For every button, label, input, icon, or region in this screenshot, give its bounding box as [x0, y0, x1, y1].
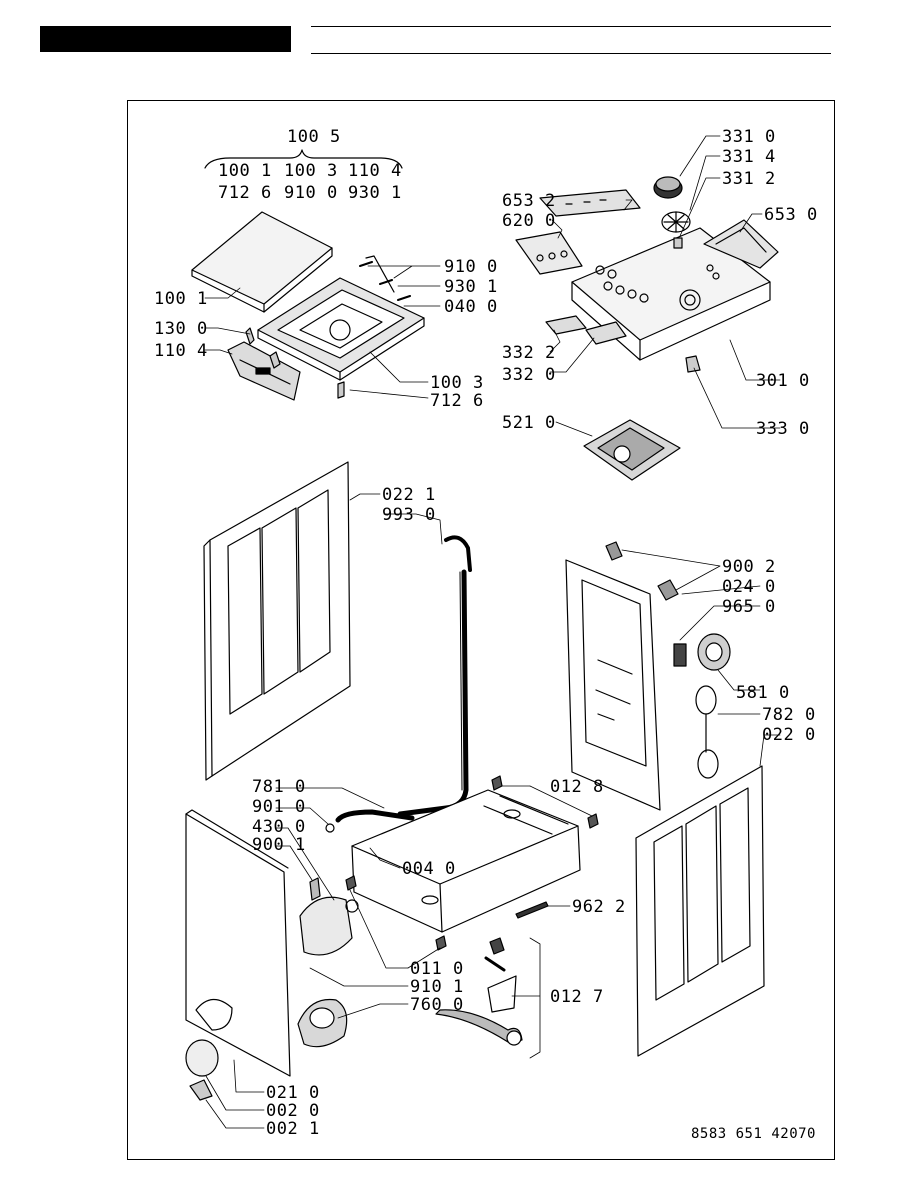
callout-430-0: 430 0: [252, 817, 306, 837]
callout-760-0: 760 0: [410, 995, 464, 1015]
front-panel-strip-part: [227, 341, 301, 401]
leader-lines: [204, 135, 781, 1129]
screw-parts: [359, 255, 411, 301]
callout-653-0: 653 0: [764, 205, 818, 225]
callout-900-1: 900 1: [252, 835, 306, 855]
top-lid-part: [191, 211, 333, 313]
callout-712-6: 712 6: [430, 391, 484, 411]
callout-004-0: 004 0: [402, 859, 456, 879]
group-row1-item: 100 3: [284, 161, 338, 181]
lid-mechanism-part: [435, 937, 523, 1046]
header-rule-bottom: [311, 53, 831, 54]
callout-024-0: 024 0: [722, 577, 776, 597]
callout-653-2: 653 2: [502, 191, 556, 211]
callout-900-2: 900 2: [722, 557, 776, 577]
drain-hose-part: [397, 535, 472, 817]
panel-bracket-left: [539, 189, 641, 217]
callout-993-0: 993 0: [382, 505, 436, 525]
group-row2-item: 910 0: [284, 183, 338, 203]
filter-part: [297, 998, 348, 1048]
callout-965-0: 965 0: [722, 597, 776, 617]
callout-002-1: 002 1: [266, 1119, 320, 1139]
callout-620-0: 620 0: [502, 211, 556, 231]
group-title-100-5: 100 5: [287, 127, 341, 147]
callout-012-7: 012 7: [550, 987, 604, 1007]
callout-333-0: 333 0: [756, 419, 810, 439]
clip-965-part: [673, 643, 687, 667]
callout-022-0: 022 0: [762, 725, 816, 745]
tube-781-part: [325, 809, 415, 833]
callout-110-4: 110 4: [154, 341, 208, 361]
callout-331-0: 331 0: [722, 127, 776, 147]
control-panel-part: [571, 227, 771, 361]
callout-331-2: 331 2: [722, 169, 776, 189]
callout-782-0: 782 0: [762, 705, 816, 725]
callout-100-1: 100 1: [154, 289, 208, 309]
feet-parts: [345, 775, 599, 951]
group-row2-item: 930 1: [348, 183, 402, 203]
callout-910-1: 910 1: [410, 977, 464, 997]
knob-parts: [653, 176, 691, 249]
callout-040-0: 040 0: [444, 297, 498, 317]
callout-962-2: 962 2: [572, 897, 626, 917]
clip-parts: [245, 327, 345, 399]
callout-301-0: 301 0: [756, 371, 810, 391]
electronic-module-part: [583, 419, 681, 481]
callout-021-0: 021 0: [266, 1083, 320, 1103]
callout-022-1: 022 1: [382, 485, 436, 505]
callout-781-0: 781 0: [252, 777, 306, 797]
left-side-panel-part: [203, 461, 351, 781]
header-rule-top: [311, 26, 831, 27]
callout-332-2: 332 2: [502, 343, 556, 363]
callout-581-0: 581 0: [736, 683, 790, 703]
callout-002-0: 002 0: [266, 1101, 320, 1121]
callout-100-3: 100 3: [430, 373, 484, 393]
callout-011-0: 011 0: [410, 959, 464, 979]
drain-pump-part: [299, 877, 359, 956]
base-frame-part: [351, 789, 581, 933]
panel-bracket-right: [703, 219, 779, 269]
top-frame-part: [257, 277, 425, 381]
rear-panel-part: [565, 541, 679, 811]
document-number: 8583 651 42070: [690, 1126, 816, 1142]
right-side-panel-part: [635, 765, 765, 1057]
callout-332-0: 332 0: [502, 365, 556, 385]
control-board-part: [515, 231, 583, 275]
callout-521-0: 521 0: [502, 413, 556, 433]
group-row2-item: 712 6: [218, 183, 272, 203]
callout-012-8: 012 8: [550, 777, 604, 797]
group-row1-item: 110 4: [348, 161, 402, 181]
belt-part: [695, 685, 719, 779]
cover-parts: [185, 1039, 219, 1101]
group-row1-item: 100 1: [218, 161, 272, 181]
switch-parts: [545, 315, 701, 373]
latch-962-part: [515, 901, 549, 919]
top-group-brace: [204, 149, 403, 169]
header-black-bar: [40, 26, 291, 52]
callout-930-1: 930 1: [444, 277, 498, 297]
callout-331-4: 331 4: [722, 147, 776, 167]
callout-910-0: 910 0: [444, 257, 498, 277]
callout-130-0: 130 0: [154, 319, 208, 339]
diagram-frame: [127, 100, 835, 1160]
front-panel-part: [185, 809, 291, 1077]
callout-901-0: 901 0: [252, 797, 306, 817]
pulley-part: [697, 633, 731, 671]
